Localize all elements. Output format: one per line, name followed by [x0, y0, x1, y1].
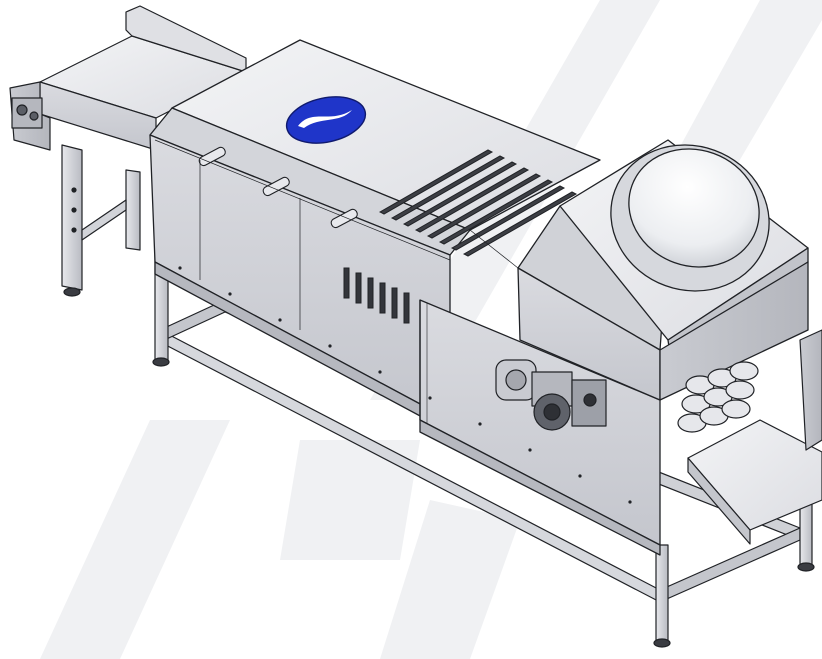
panel-details [154, 139, 519, 330]
foot-front-left [152, 357, 170, 367]
outfeed-rollers [677, 361, 759, 433]
infeed-leg-back [125, 169, 141, 251]
chute-guard [799, 329, 822, 451]
drive-motor [495, 359, 607, 431]
hood-base [659, 261, 809, 401]
frame-cross-right [659, 527, 801, 603]
foot-back-right [797, 562, 815, 572]
swoosh-logo-icon [285, 96, 367, 144]
leg-front-right [655, 544, 669, 641]
infeed-motor-plate [11, 97, 43, 129]
chute-side [687, 457, 751, 545]
lid-handles [198, 146, 358, 229]
foot-front-right [653, 638, 671, 648]
dome-cap [628, 148, 760, 268]
outfeed-chute [687, 329, 822, 545]
front-louvers [343, 267, 410, 324]
exhaust-hood [517, 139, 809, 401]
screws [178, 266, 632, 504]
infeed-brace [81, 199, 127, 241]
top-vents [378, 149, 578, 257]
infeed-leg-front [61, 144, 83, 291]
